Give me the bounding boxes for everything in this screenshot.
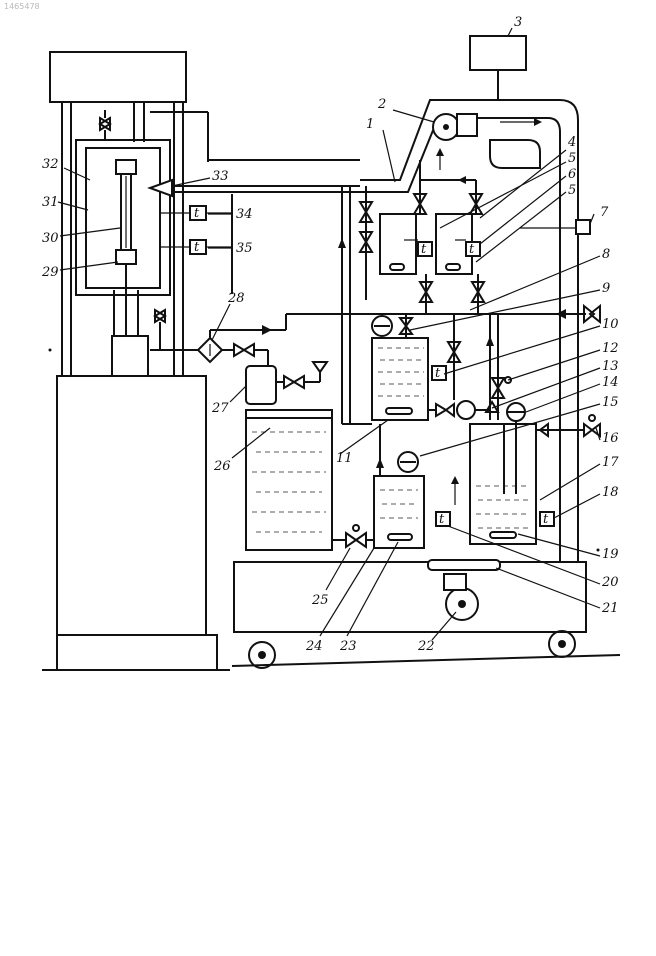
label-14: 14 <box>602 375 619 390</box>
label-13: 13 <box>602 359 619 374</box>
label-9: 9 <box>602 281 610 296</box>
label-25: 25 <box>311 593 329 608</box>
tank-17-group: t <box>470 403 600 544</box>
tank-24-group: t <box>374 424 450 548</box>
label-23: 23 <box>339 639 357 654</box>
valve-25 <box>356 533 366 547</box>
heater-tank-17 <box>490 532 516 538</box>
machine-ram <box>112 336 148 376</box>
temp-sensor-35-symbol: t <box>194 240 200 255</box>
heater-tank-10 <box>386 408 412 414</box>
temp-sensor-5-symbol: t <box>469 242 475 257</box>
label-27: 27 <box>211 401 229 416</box>
label-28: 28 <box>227 291 245 306</box>
label-35: 35 <box>236 241 253 256</box>
label-30: 30 <box>42 231 59 246</box>
label-29: 29 <box>41 265 59 280</box>
label-4: 4 <box>567 135 576 150</box>
machine-crosshead <box>50 52 186 102</box>
label-3: 3 <box>514 15 522 30</box>
sensor-7 <box>576 220 590 234</box>
fan-2-outlet <box>457 114 477 136</box>
humidifier-block: t t <box>360 160 590 314</box>
watermark: 1465478 <box>4 2 40 11</box>
funnel-27 <box>313 362 327 372</box>
valve-27 <box>294 376 304 388</box>
heater-element <box>490 140 540 168</box>
tank-10-group: t <box>372 314 511 420</box>
label-32: 32 <box>42 157 59 172</box>
tank-26 <box>246 410 332 550</box>
water-supply <box>246 362 378 550</box>
label-22: 22 <box>417 639 435 654</box>
label-24: 24 <box>305 639 323 654</box>
machine-foot <box>57 635 217 670</box>
label-8: 8 <box>602 247 610 262</box>
label-6: 6 <box>568 167 576 182</box>
label-18: 18 <box>602 485 619 500</box>
temp-sensor-34-symbol: t <box>194 206 200 221</box>
label-34: 34 <box>236 207 253 222</box>
lower-grip <box>116 250 136 264</box>
machine-base <box>57 376 206 635</box>
label-31: 31 <box>42 195 59 210</box>
valve-16 <box>592 424 600 436</box>
label-33: 33 <box>212 169 229 184</box>
vessel-27 <box>246 366 276 404</box>
upper-grip <box>116 160 136 174</box>
label-21: 21 <box>601 601 619 616</box>
label-16: 16 <box>602 431 619 446</box>
heater-tank-24 <box>388 534 412 540</box>
label-2: 2 <box>377 97 386 112</box>
label-11: 11 <box>336 451 353 466</box>
label-5-upper: 5 <box>568 151 576 166</box>
label-1: 1 <box>366 117 374 132</box>
label-10: 10 <box>602 317 619 332</box>
pump-12 <box>457 401 475 419</box>
label-15: 15 <box>602 395 619 410</box>
label-12: 12 <box>602 341 619 356</box>
label-5-lower: 5 <box>568 183 576 198</box>
temp-sensor-24-symbol: t <box>439 512 445 527</box>
temp-sensor-18-symbol: t <box>543 512 549 527</box>
label-20: 20 <box>601 575 619 590</box>
label-17: 17 <box>602 455 619 470</box>
label-19: 19 <box>602 547 619 562</box>
unit-base-frame <box>234 562 586 632</box>
label-7: 7 <box>600 205 609 220</box>
testing-machine <box>42 52 230 670</box>
label-26: 26 <box>213 459 231 474</box>
valve-28-line <box>244 344 254 356</box>
temp-sensor-6-symbol: t <box>421 242 427 257</box>
valve-tank-10-drain <box>446 404 454 416</box>
temp-sensor-10-symbol: t <box>435 366 441 381</box>
fan-22-housing <box>444 574 466 590</box>
heater-bar-21 <box>428 560 500 570</box>
control-box-3 <box>470 36 526 70</box>
